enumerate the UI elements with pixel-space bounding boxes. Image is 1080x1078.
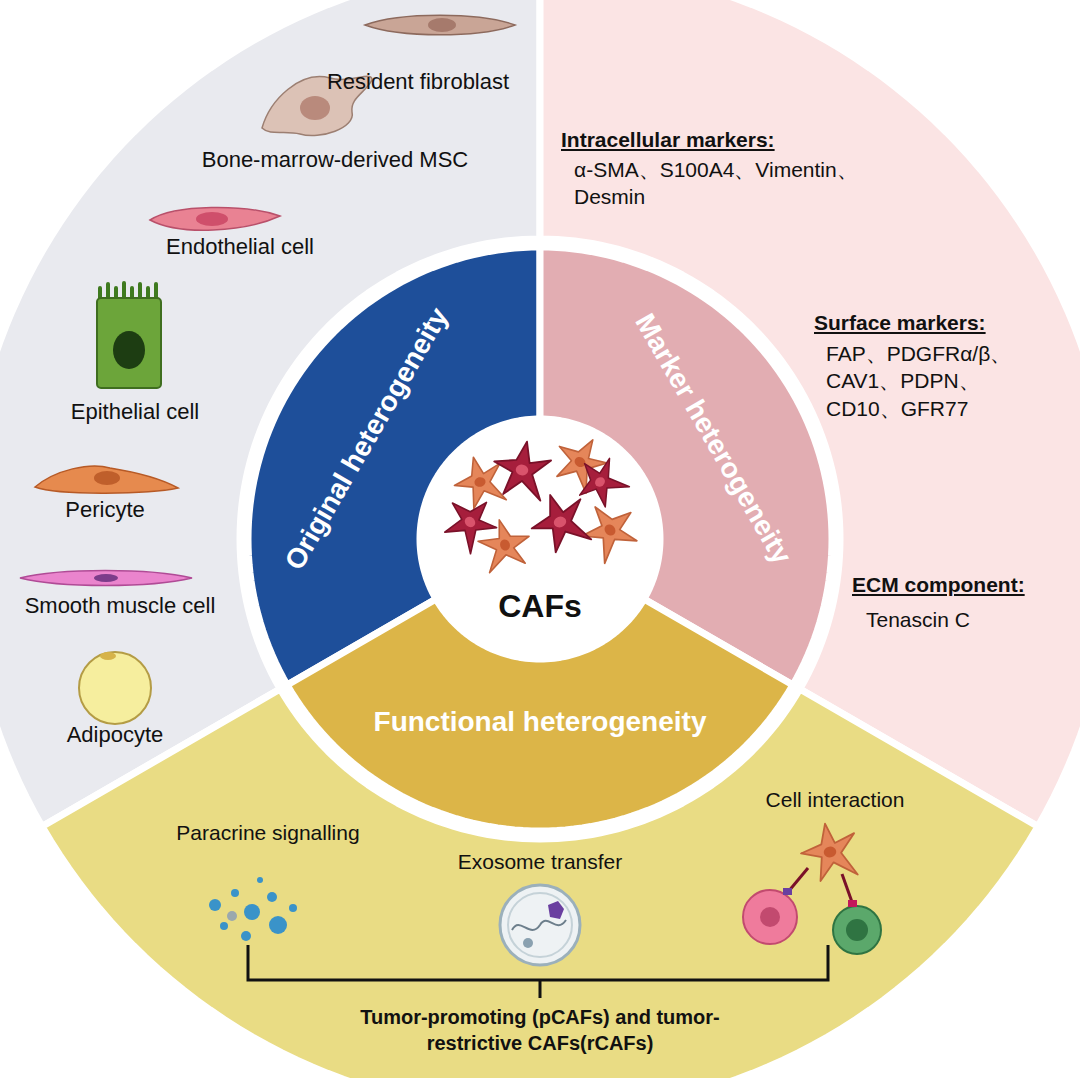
cell-label: Pericyte	[65, 496, 144, 525]
fibroblast-icon	[365, 15, 515, 35]
marker-list: α-SMA、S100A4、Vimentin、 Desmin	[574, 156, 861, 211]
cell-label: Adipocyte	[67, 721, 164, 750]
marker-heading: ECM component:	[852, 571, 1025, 598]
smooth-muscle-icon	[20, 571, 192, 586]
caf-cells	[435, 427, 647, 576]
marker-heading: Intracellular markers:	[561, 126, 775, 153]
function-label: Exosome transfer	[458, 848, 623, 875]
function-label: Paracrine signalling	[176, 819, 359, 846]
marker-list: Tenascin C	[866, 606, 970, 633]
exosome-icon	[500, 885, 580, 965]
cell-label: Endothelial cell	[166, 233, 314, 262]
adipocyte-icon	[79, 652, 151, 724]
bracket	[248, 945, 828, 998]
paracrine-droplets	[209, 877, 297, 941]
epithelial-icon	[97, 283, 161, 388]
msc-icon	[262, 76, 372, 135]
marker-list: FAP、PDGFRα/β、 CAV1、PDPN、 CD10、GFR77	[826, 340, 1015, 422]
cell-label: Epithelial cell	[71, 398, 199, 427]
pericyte-icon	[35, 466, 178, 493]
function-summary: Tumor-promoting (pCAFs) and tumor-restri…	[320, 1004, 760, 1056]
endothelial-icon	[150, 207, 280, 230]
function-label: Cell interaction	[766, 786, 905, 813]
cell-label: Resident fibroblast	[327, 68, 509, 97]
marker-heading: Surface markers:	[814, 309, 986, 336]
cell-label: Bone-marrow-derived MSC	[202, 146, 469, 175]
cell-label: Smooth muscle cell	[25, 592, 216, 621]
segment-heading: Functional heterogeneity	[374, 704, 707, 740]
center-circle-outline	[422, 421, 658, 657]
center-label: CAFs	[498, 586, 582, 628]
cell-interaction-icon	[743, 819, 881, 954]
